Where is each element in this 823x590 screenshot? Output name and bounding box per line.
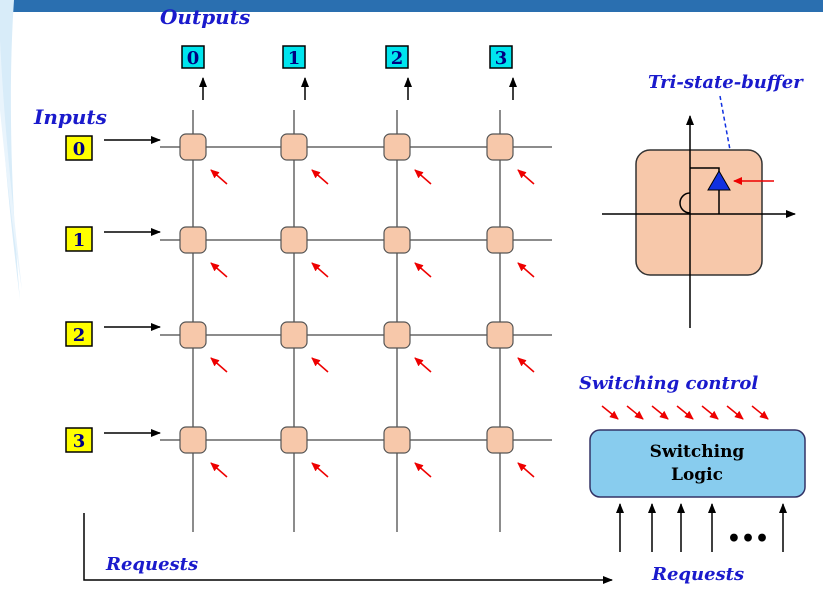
crosspoint-1-3	[486, 226, 514, 254]
output-box-1: 1	[282, 45, 309, 100]
tri-state-buffer-detail: Tri-state-buffer	[602, 72, 804, 328]
slide-header-bar	[0, 0, 823, 12]
crosspoint-3-0	[179, 426, 207, 454]
control-arrow-2-1	[311, 357, 329, 373]
input-number-0: 0	[73, 139, 86, 160]
crosspoint-control-arrows	[210, 169, 535, 478]
control-arrow-1-3	[517, 262, 535, 278]
crosspoint-1-2	[383, 226, 411, 254]
crosspoint-0-0	[179, 133, 207, 161]
control-arrow-1-1	[311, 262, 329, 278]
crosspoint-0-2	[383, 133, 411, 161]
input-box-0: 0	[65, 135, 161, 161]
control-arrow-3-1	[311, 462, 329, 478]
switching-control-arrow-3	[676, 405, 694, 420]
crossbar-grid-lines	[160, 110, 552, 532]
crosspoint-2-3	[486, 321, 514, 349]
more-requests-ellipsis: •••	[727, 526, 769, 552]
switching-control-arrow-5	[726, 405, 744, 420]
crosspoint-0-1	[280, 133, 308, 161]
requests-path: Requests	[83, 513, 613, 584]
crosspoint-1-0	[179, 226, 207, 254]
crosspoint-3-3	[486, 426, 514, 454]
inputs-label: Inputs	[33, 105, 107, 129]
switching-control-arrow-0	[601, 405, 619, 420]
switching-logic-line1: Switching	[650, 442, 745, 462]
output-box-0: 0	[181, 45, 207, 100]
switching-control-section: Switching control Switching Logic ••• Re…	[579, 373, 806, 585]
control-arrow-3-2	[414, 462, 432, 478]
output-number-1: 1	[288, 48, 301, 69]
input-number-3: 3	[73, 431, 86, 452]
output-number-3: 3	[495, 48, 508, 69]
switching-control-arrow-6	[751, 405, 769, 420]
control-arrow-2-0	[210, 357, 228, 373]
input-box-2: 2	[65, 321, 161, 347]
crosspoint-2-2	[383, 321, 411, 349]
outputs-label: Outputs	[160, 5, 250, 29]
switching-control-arrow-4	[701, 405, 719, 420]
crosspoint-0-3	[486, 133, 514, 161]
requests-label-right: Requests	[651, 564, 744, 585]
control-arrow-3-0	[210, 462, 228, 478]
output-box-3: 3	[489, 45, 517, 100]
input-box-3: 3	[65, 427, 161, 453]
output-number-2: 2	[391, 48, 404, 69]
control-arrow-0-1	[311, 169, 329, 185]
input-box-1: 1	[65, 226, 161, 252]
output-box-2: 2	[385, 45, 412, 100]
buffer-connection	[690, 167, 720, 214]
control-arrow-0-3	[517, 169, 535, 185]
switching-control-arrows	[601, 405, 769, 420]
control-arrow-1-0	[210, 262, 228, 278]
line-crossover-hop	[679, 192, 691, 214]
output-number-0: 0	[187, 48, 200, 69]
control-arrow-2-2	[414, 357, 432, 373]
crosspoint-enlarged	[635, 149, 763, 276]
crosspoint-array	[179, 133, 514, 454]
switching-logic-box	[589, 429, 806, 498]
requests-label-left: Requests	[105, 554, 198, 575]
crosspoint-2-0	[179, 321, 207, 349]
switching-control-arrow-1	[626, 405, 644, 420]
switching-control-arrow-2	[651, 405, 669, 420]
control-arrow-3-3	[517, 462, 535, 478]
request-input-arrows	[616, 503, 787, 552]
control-arrow-1-2	[414, 262, 432, 278]
control-arrow-0-0	[210, 169, 228, 185]
control-arrow-0-2	[414, 169, 432, 185]
tri-state-triangle-icon	[707, 170, 731, 191]
switching-logic-line2: Logic	[671, 465, 723, 485]
tri-state-buffer-label: Tri-state-buffer	[648, 72, 804, 93]
input-number-2: 2	[73, 325, 86, 346]
switching-control-label: Switching control	[579, 373, 758, 394]
crosspoint-3-2	[383, 426, 411, 454]
crosspoint-3-1	[280, 426, 308, 454]
crosspoint-1-1	[280, 226, 308, 254]
control-arrow-2-3	[517, 357, 535, 373]
crosspoint-2-1	[280, 321, 308, 349]
input-number-1: 1	[73, 230, 86, 251]
